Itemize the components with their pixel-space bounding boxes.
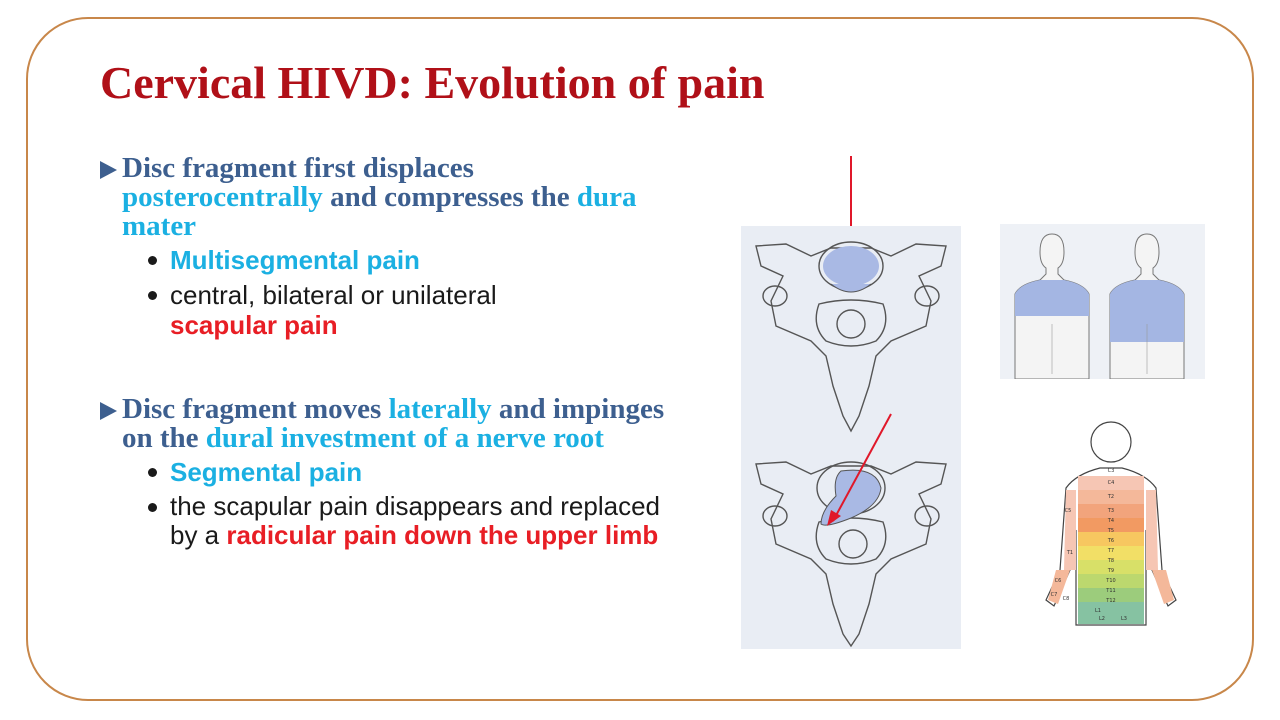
dermatome-label: T6 <box>1107 538 1114 544</box>
dermatome-label: C5 <box>1065 508 1072 514</box>
heading-highlight: posterocentrally <box>122 181 323 213</box>
heading-highlight: dural investment of a nerve root <box>205 422 604 454</box>
vertebra-cross-section-illustration <box>741 226 961 649</box>
sub-bullet: Multisegmental pain <box>100 245 680 275</box>
heading-text: and impinges on the <box>122 393 665 454</box>
dermatome-label: T12 <box>1105 598 1115 604</box>
body-pain-distribution-illustration <box>1000 224 1205 379</box>
triangle-bullet-icon <box>100 161 117 179</box>
dermatome-label: T11 <box>1105 588 1115 594</box>
sub-bullet-text: the scapular pain disappears and replace… <box>170 491 661 550</box>
dermatome-label: T9 <box>1107 568 1114 574</box>
dermatome-label: T7 <box>1107 548 1114 554</box>
dermatome-map-illustration: C3 C4 T2 T3 T4 T5 T6 T7 T8 T9 T10 T11 T1… <box>1036 420 1186 632</box>
dermatome-label: L3 <box>1121 616 1127 622</box>
bullet-dot-icon <box>148 503 157 512</box>
bullet-posterocentral: Disc fragment first displaces posterocen… <box>100 154 680 340</box>
sub-bullet-text: central, bilateral or unilateral <box>170 280 497 310</box>
bullet-heading: Disc fragment moves laterally and imping… <box>100 395 680 453</box>
heading-text: Disc fragment first displaces <box>122 152 474 184</box>
bullet-dot-icon <box>148 256 157 265</box>
dermatome-label: C6 <box>1055 578 1062 584</box>
dermatome-label: T1 <box>1066 550 1073 556</box>
dermatome-label: T5 <box>1107 528 1114 534</box>
bullet-lateral: Disc fragment moves laterally and imping… <box>100 395 680 550</box>
dermatome-label: T4 <box>1107 518 1114 524</box>
sub-bullet-emphasis: radicular pain down the upper limb <box>226 520 659 550</box>
dermatome-label: T3 <box>1107 508 1114 514</box>
dermatome-label: L1 <box>1095 608 1101 614</box>
dermatome-label: C4 <box>1108 480 1115 486</box>
sub-bullet: central, bilateral or unilateral scapula… <box>100 280 680 340</box>
slide-frame <box>26 17 1254 701</box>
heading-text: Disc fragment moves <box>122 393 389 425</box>
sub-bullet-emphasis: scapular pain <box>170 310 338 340</box>
triangle-bullet-icon <box>100 402 117 420</box>
bullet-dot-icon <box>148 468 157 477</box>
slide-title: Cervical HIVD: Evolution of pain <box>100 57 765 108</box>
dermatome-label: T8 <box>1107 558 1114 564</box>
heading-highlight: laterally <box>388 393 492 425</box>
bullet-dot-icon <box>148 291 157 300</box>
bullet-heading: Disc fragment first displaces posterocen… <box>100 154 680 241</box>
heading-highlight: dura mater <box>122 181 637 242</box>
sub-bullet-text: Multisegmental pain <box>170 245 420 275</box>
dermatome-label: T10 <box>1105 578 1115 584</box>
dermatome-label: C7 <box>1051 592 1058 598</box>
sub-bullet: Segmental pain <box>100 457 680 487</box>
dermatome-label: C8 <box>1063 596 1070 602</box>
sub-bullet-text: Segmental pain <box>170 457 363 487</box>
dermatome-label: C3 <box>1108 468 1115 474</box>
dermatome-label: T2 <box>1107 494 1114 500</box>
heading-text: and compresses the <box>322 181 577 213</box>
dermatome-label: L2 <box>1099 616 1105 622</box>
sub-bullet: the scapular pain disappears and replace… <box>100 492 680 550</box>
